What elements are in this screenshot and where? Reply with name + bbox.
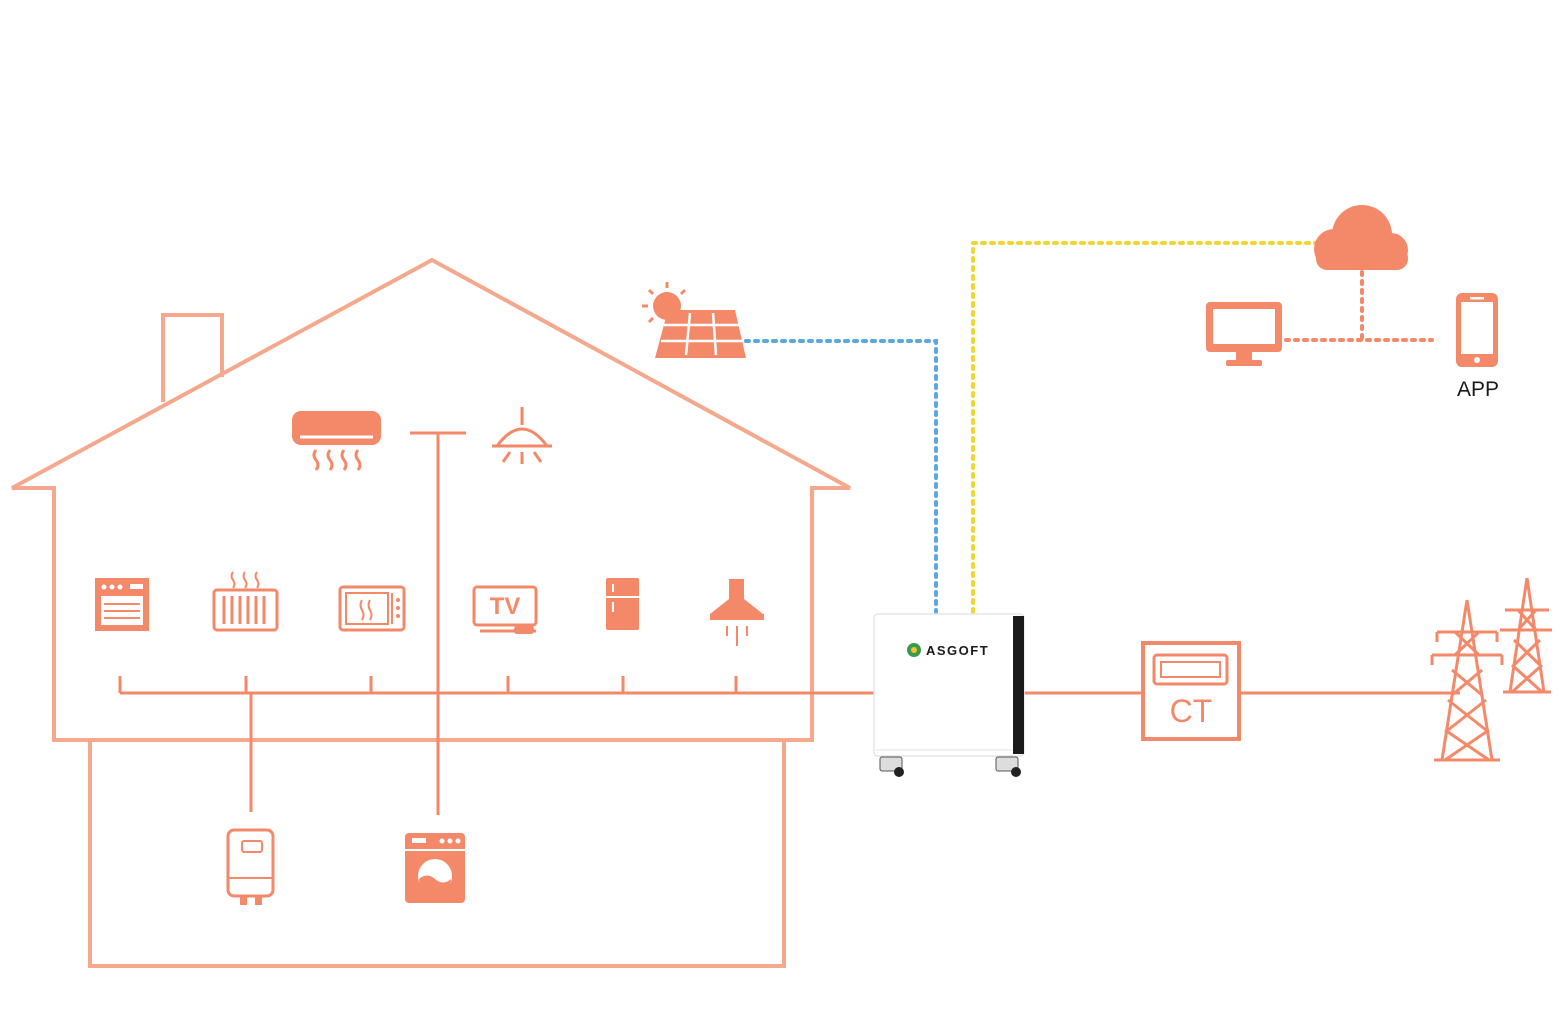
ct-label: CT	[1170, 693, 1213, 729]
lamp-icon	[492, 407, 552, 464]
radiator-icon	[212, 571, 279, 632]
house-bus-lines	[118, 431, 876, 815]
range-hood-icon	[710, 579, 764, 646]
battery-unit: ASGOFT	[873, 613, 1025, 777]
fridge-icon	[606, 578, 639, 630]
battery-wheels	[879, 756, 1021, 777]
cloud-connection-line	[971, 241, 1320, 614]
app-label: APP	[1457, 378, 1499, 401]
cloud-icon	[1314, 205, 1408, 270]
ct-meter-icon: CT	[1141, 641, 1241, 741]
washing-machine-icon	[405, 833, 465, 903]
brand-name: ASGOFT	[926, 643, 989, 658]
oven-icon	[95, 578, 149, 631]
device-connection-lines	[1284, 270, 1434, 342]
house-outline	[11, 257, 851, 968]
monitor-icon	[1206, 302, 1282, 366]
phone-icon	[1456, 293, 1498, 367]
brand-logo: ASGOFT	[907, 643, 989, 658]
solar-connection-line	[744, 339, 938, 614]
air-conditioner-icon	[292, 411, 381, 471]
power-tower-icon	[1430, 577, 1552, 762]
tv-icon: TV	[472, 585, 538, 634]
microwave-icon	[338, 585, 406, 632]
tv-label: TV	[490, 593, 521, 620]
solar-panel-icon	[642, 282, 746, 358]
water-heater-icon	[226, 828, 275, 905]
